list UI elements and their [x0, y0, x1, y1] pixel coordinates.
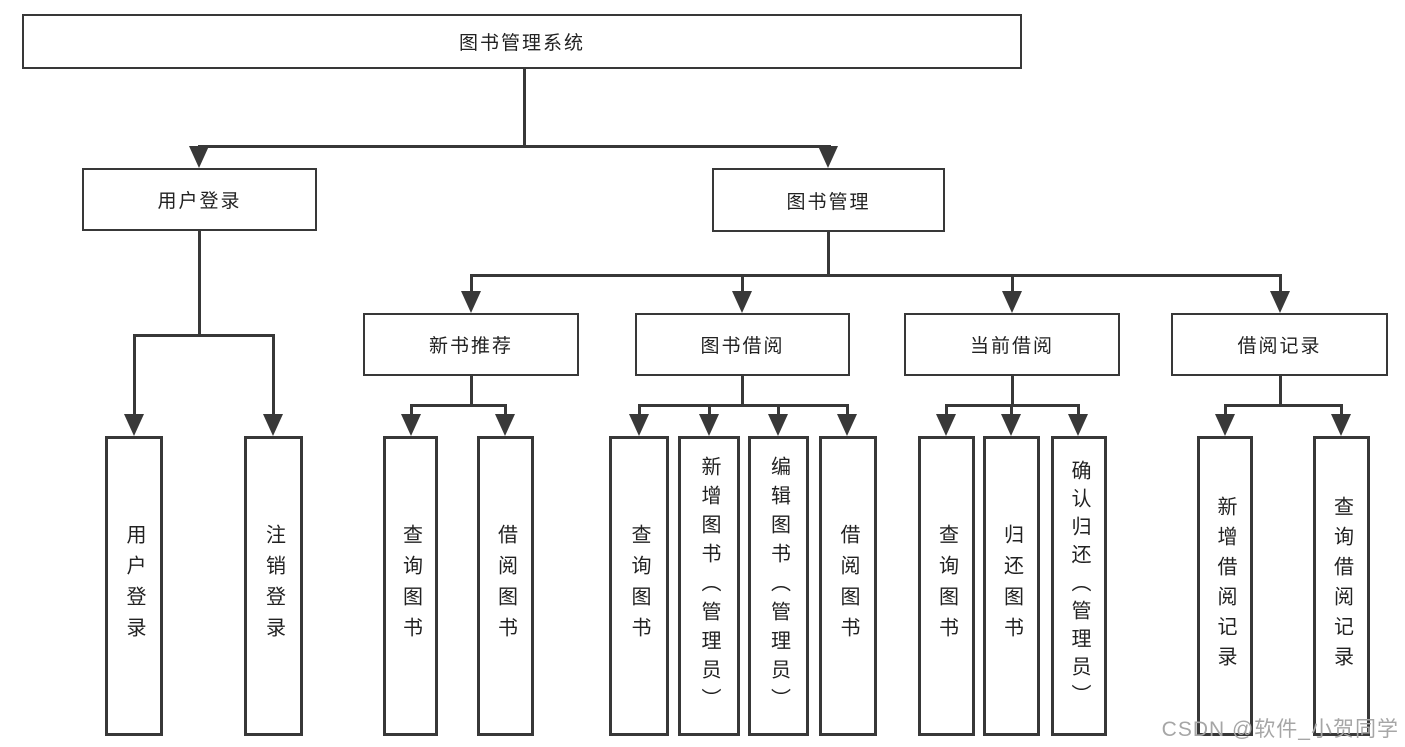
arrowhead-to-current-borrow-icon	[1002, 291, 1022, 313]
arrowhead-to-leaf-return-book-icon	[1001, 414, 1021, 436]
leaf-add-book-admin-label: 新增图书（管理员）	[698, 455, 720, 717]
node-book-borrow: 图书借阅	[635, 313, 850, 376]
arrowhead-to-book-borrow-icon	[732, 291, 752, 313]
leaf-return-book-label: 归还图书	[1000, 524, 1023, 648]
node-root: 图书管理系统	[22, 14, 1022, 69]
arrowhead-to-leaf-query-book-3-icon	[936, 414, 956, 436]
connector-new-book-stem	[470, 376, 473, 406]
leaf-borrow-book-2: 借阅图书	[819, 436, 877, 736]
leaf-query-book-3-label: 查询图书	[935, 524, 958, 648]
arrowhead-to-leaf-user-login-icon	[124, 414, 144, 436]
node-user-login: 用户登录	[82, 168, 317, 231]
node-root-label: 图书管理系统	[458, 33, 585, 54]
leaf-confirm-return-admin: 确认归还（管理员）	[1051, 436, 1107, 736]
leaf-query-borrow-record-label: 查询借阅记录	[1330, 496, 1353, 676]
connector-current-borrow-drop-3	[1077, 404, 1080, 418]
arrowhead-to-leaf-query-book-1-icon	[401, 414, 421, 436]
leaf-query-borrow-record: 查询借阅记录	[1313, 436, 1370, 736]
node-borrow-record-label: 借阅记录	[1237, 336, 1322, 357]
arrowhead-to-leaf-borrow-book-1-icon	[495, 414, 515, 436]
arrowhead-to-leaf-add-borrow-record-icon	[1215, 414, 1235, 436]
connector-book-mgmt-drop-4	[1279, 274, 1282, 293]
connector-book-borrow-drop-3	[777, 404, 780, 418]
leaf-add-borrow-record-label: 新增借阅记录	[1214, 496, 1236, 676]
connector-borrow-record-drop-2	[1340, 404, 1343, 418]
connector-book-borrow-drop-2	[708, 404, 711, 418]
leaf-add-book-admin: 新增图书（管理员）	[678, 436, 740, 736]
leaf-confirm-return-admin-label: 确认归还（管理员）	[1068, 460, 1090, 712]
arrowhead-to-new-book-recommend-icon	[461, 291, 481, 313]
arrowhead-to-borrow-record-icon	[1270, 291, 1290, 313]
connector-book-borrow-drop-4	[846, 404, 849, 418]
connector-user-login-rail	[133, 334, 275, 337]
leaf-logout-login: 注销登录	[244, 436, 303, 736]
node-book-mgmt-label: 图书管理	[786, 191, 871, 213]
connector-root-rail	[198, 145, 831, 148]
connector-current-borrow-drop-1	[945, 404, 948, 418]
node-new-book-recommend: 新书推荐	[363, 313, 579, 376]
node-user-login-label: 用户登录	[157, 191, 242, 212]
connector-book-mgmt-stem	[827, 232, 830, 276]
leaf-add-borrow-record: 新增借阅记录	[1197, 436, 1253, 736]
connector-borrow-record-drop-1	[1224, 404, 1227, 418]
connector-book-mgmt-drop-3	[1011, 274, 1014, 293]
connector-book-borrow-stem	[741, 376, 744, 406]
leaf-query-book-2-label: 查询图书	[628, 524, 650, 648]
connector-borrow-record-rail	[1224, 404, 1343, 407]
arrowhead-to-leaf-query-book-2-icon	[629, 414, 649, 436]
leaf-query-book-3: 查询图书	[918, 436, 975, 736]
node-borrow-record: 借阅记录	[1171, 313, 1388, 376]
node-book-borrow-label: 图书借阅	[700, 336, 785, 357]
leaf-borrow-book-2-label: 借阅图书	[837, 524, 859, 648]
arrowhead-to-leaf-borrow-book-2-icon	[837, 414, 857, 436]
leaf-query-book-1-label: 查询图书	[399, 524, 422, 648]
arrowhead-to-leaf-add-book-icon	[699, 414, 719, 436]
connector-new-book-drop-1	[410, 404, 413, 418]
connector-book-borrow-rail	[638, 404, 849, 407]
connector-user-login-drop-2	[272, 334, 275, 416]
leaf-logout-login-label: 注销登录	[262, 524, 285, 648]
arrowhead-to-leaf-edit-book-icon	[768, 414, 788, 436]
node-current-borrow: 当前借阅	[904, 313, 1120, 376]
connector-current-borrow-stem	[1011, 376, 1014, 406]
leaf-borrow-book-1-label: 借阅图书	[494, 524, 517, 648]
leaf-user-login: 用户登录	[105, 436, 163, 736]
node-current-borrow-label: 当前借阅	[969, 336, 1054, 357]
connector-new-book-drop-2	[504, 404, 507, 418]
connector-book-mgmt-drop-2	[741, 274, 744, 293]
leaf-query-book-2: 查询图书	[609, 436, 669, 736]
arrowhead-to-user-login-icon	[189, 146, 209, 168]
arrowhead-to-leaf-query-borrow-record-icon	[1331, 414, 1351, 436]
leaf-return-book: 归还图书	[983, 436, 1040, 736]
leaf-edit-book-admin: 编辑图书（管理员）	[748, 436, 809, 736]
connector-book-mgmt-rail	[470, 274, 1281, 277]
connector-root-stem	[523, 69, 526, 147]
node-new-book-recommend-label: 新书推荐	[428, 336, 513, 357]
connector-borrow-record-stem	[1279, 376, 1282, 406]
node-book-mgmt: 图书管理	[712, 168, 945, 232]
csdn-watermark: CSDN @软件_小贺同学	[1161, 718, 1399, 741]
leaf-borrow-book-1: 借阅图书	[477, 436, 534, 736]
connector-current-borrow-drop-2	[1010, 404, 1013, 418]
connector-user-login-stem	[198, 231, 201, 336]
leaf-query-book-1: 查询图书	[383, 436, 438, 736]
leaf-edit-book-admin-label: 编辑图书（管理员）	[767, 455, 790, 717]
arrowhead-to-leaf-confirm-return-icon	[1068, 414, 1088, 436]
connector-user-login-drop-1	[133, 334, 136, 416]
connector-book-mgmt-drop-1	[470, 274, 473, 293]
arrowhead-to-leaf-logout-icon	[263, 414, 283, 436]
arrowhead-to-book-mgmt-icon	[818, 146, 838, 168]
connector-new-book-rail	[410, 404, 507, 407]
connector-book-borrow-drop-1	[638, 404, 641, 418]
leaf-user-login-label: 用户登录	[123, 524, 145, 648]
